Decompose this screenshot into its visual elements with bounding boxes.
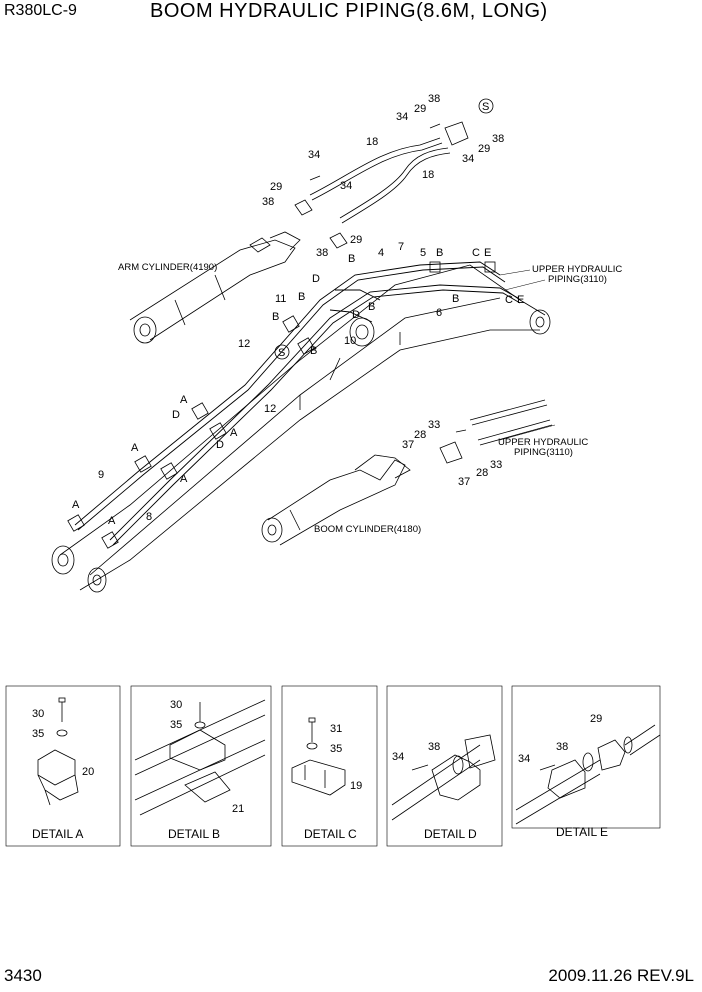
detail-c: 31 35 19 DETAIL C — [281, 685, 378, 847]
upper-hydraulic-note-1-line-1: UPPER HYDRAULIC — [532, 264, 622, 275]
model-code: R380LC-9 — [4, 2, 77, 19]
callout: B — [436, 247, 443, 259]
detail-b-callout: 35 — [170, 719, 182, 731]
callout: 12 — [264, 403, 276, 415]
detail-c-callout: 31 — [330, 723, 342, 735]
detail-a-callout: 35 — [32, 728, 44, 740]
hydraulic-lines — [74, 261, 521, 546]
detail-a-callout: 20 — [82, 766, 94, 778]
arm-cylinder-note: ARM CYLINDER(4190) — [118, 262, 217, 273]
detail-a-label: DETAIL A — [32, 827, 83, 841]
callout: 29 — [478, 143, 490, 155]
callout: E — [484, 247, 491, 259]
callout: B — [452, 293, 459, 305]
detail-d-callout: 34 — [392, 751, 404, 763]
callout: C — [472, 247, 480, 259]
revision-date: 2009.11.26 REV.9L — [548, 966, 694, 985]
detail-d-label: DETAIL D — [424, 827, 477, 841]
detail-b: 30 35 21 DETAIL B — [130, 685, 272, 847]
callout: 34 — [340, 180, 352, 192]
detail-c-callout: 35 — [330, 743, 342, 755]
callout: 34 — [462, 153, 474, 165]
boom-cylinder-note: BOOM CYLINDER(4180) — [314, 524, 421, 535]
boom-body — [51, 264, 551, 593]
callout: B — [310, 345, 317, 357]
callout: 33 — [428, 419, 440, 431]
detail-a: 30 35 20 DETAIL A — [5, 685, 121, 847]
detail-b-label: DETAIL B — [168, 827, 220, 841]
upper-hydraulic-note-2-line-1: UPPER HYDRAULIC — [498, 437, 588, 448]
callout: 5 — [420, 247, 426, 259]
callout: 38 — [316, 247, 328, 259]
callout: 38 — [428, 93, 440, 105]
callout: C — [505, 294, 513, 306]
detail-d: 38 34 DETAIL D — [386, 685, 503, 847]
callout: 28 — [476, 467, 488, 479]
callout: 38 — [492, 133, 504, 145]
callout: 11 — [275, 293, 286, 305]
callout: A — [180, 394, 188, 406]
detail-b-callout: 21 — [232, 803, 244, 815]
callout: A — [180, 473, 188, 485]
callout: B — [298, 291, 305, 303]
callout: 6 — [436, 307, 442, 319]
callout: E — [517, 294, 524, 306]
callout: 37 — [402, 439, 414, 451]
detail-e-callout: 29 — [590, 713, 602, 725]
callout: A — [230, 427, 238, 439]
callout: 4 — [378, 247, 384, 259]
boom-cylinder — [261, 454, 411, 546]
callout: S — [278, 347, 285, 359]
callout: 29 — [414, 103, 426, 115]
callout: A — [72, 499, 80, 511]
callout: 29 — [350, 234, 362, 246]
upper-hydraulic-note-1-line-2: PIPING(3110) — [548, 274, 607, 285]
callout: D — [352, 309, 360, 321]
callout: S — [482, 101, 489, 113]
upper-hydraulic-note-2-line-2: PIPING(3110) — [514, 447, 573, 458]
callout: 38 — [262, 196, 274, 208]
hose-assembly-boom-cyl — [439, 399, 553, 464]
page-title: BOOM HYDRAULIC PIPING(8.6M, LONG) — [150, 0, 548, 22]
callout: 34 — [308, 149, 320, 161]
detail-e-callout: 38 — [556, 741, 568, 753]
detail-d-callout: 38 — [428, 741, 440, 753]
leader-lines — [499, 269, 556, 441]
detail-b-callout: 30 — [170, 699, 182, 711]
callout: 7 — [398, 241, 404, 253]
callout: B — [368, 301, 375, 313]
callout: B — [272, 311, 279, 323]
callout: 29 — [270, 181, 282, 193]
detail-e-callout: 34 — [518, 753, 530, 765]
detail-e: 29 38 34 DETAIL E — [511, 685, 661, 839]
callout: 9 — [98, 469, 104, 481]
callout: 37 — [458, 476, 470, 488]
clamps — [67, 261, 496, 549]
callout: D — [216, 439, 224, 451]
callout: A — [108, 515, 116, 527]
detail-e-label: DETAIL E — [556, 825, 608, 839]
callout: 28 — [414, 429, 426, 441]
callout: D — [172, 409, 180, 421]
detail-a-callout: 30 — [32, 708, 44, 720]
s-symbol-circle-2 — [274, 344, 290, 360]
hose-assembly-top — [294, 121, 469, 249]
callout: 18 — [366, 136, 378, 148]
callout: 33 — [490, 459, 502, 471]
callout: 18 — [422, 169, 434, 181]
detail-c-label: DETAIL C — [304, 827, 357, 841]
callout: 34 — [396, 111, 408, 123]
callout: 8 — [146, 511, 152, 523]
callout: B — [348, 253, 355, 265]
arm-cylinder — [129, 231, 301, 344]
callout: 12 — [238, 338, 250, 350]
s-symbol-circle-1 — [478, 98, 494, 114]
page-number: 3430 — [4, 966, 42, 985]
callout: 10 — [344, 335, 356, 347]
callout: A — [131, 442, 139, 454]
detail-c-callout: 19 — [350, 780, 362, 792]
callout: D — [312, 273, 320, 285]
